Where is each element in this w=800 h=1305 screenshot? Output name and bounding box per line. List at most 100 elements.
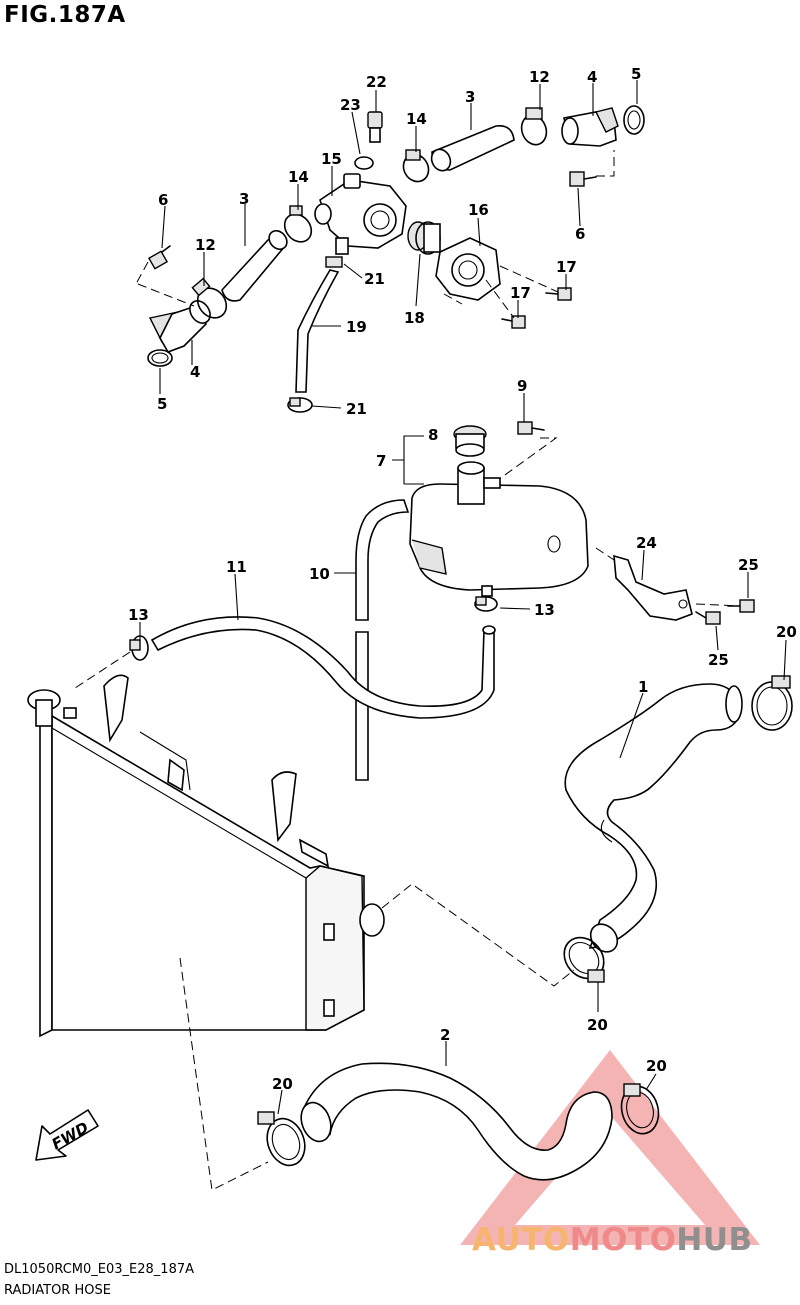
clamp-20-upper-right <box>751 675 793 731</box>
o-ring-5-right-inner <box>627 110 641 130</box>
clamp-13-right <box>474 596 498 612</box>
callout-16: 16 <box>468 201 489 219</box>
callout-11: 11 <box>226 558 247 576</box>
callout-21-lower: 21 <box>346 400 367 418</box>
callout-4-left: 4 <box>190 363 200 381</box>
callout-7: 7 <box>376 452 386 470</box>
watermark-part-auto: AUTO <box>472 1222 570 1258</box>
o-ring-5-left <box>147 349 173 367</box>
outlet-pipe-4-right <box>561 107 619 147</box>
watermark-part-hub: HUB <box>676 1222 753 1258</box>
clamp-13-left <box>129 635 149 661</box>
hose-1-crease <box>600 819 613 843</box>
clamp-20-lower-left <box>257 1111 306 1167</box>
callout-5-left: 5 <box>157 395 167 413</box>
clamp-21-lower <box>287 397 313 413</box>
callout-14-left: 14 <box>288 168 309 186</box>
callout-21-upper: 21 <box>364 270 385 288</box>
leader-bolt-6-left <box>135 261 195 307</box>
bolt-25-lower <box>695 611 721 625</box>
watermark-part-moto: MOTO <box>569 1222 677 1258</box>
callout-20-upper-right: 20 <box>776 623 797 641</box>
reservoir-hose-11 <box>150 616 495 719</box>
hose-3-right-end <box>430 148 452 172</box>
clamp-12-left <box>191 277 228 319</box>
callout-19: 19 <box>346 318 367 336</box>
radiator-inlet-hose-1 <box>564 683 741 949</box>
callout-5-right: 5 <box>631 65 641 83</box>
bracket-24 <box>613 554 693 621</box>
reservoir-tank-7 <box>409 461 589 597</box>
callout-8: 8 <box>428 426 438 444</box>
leader-clamp-13-left <box>71 651 131 691</box>
bypass-hose-19 <box>295 269 340 393</box>
cap-8 <box>453 425 487 457</box>
callout-1: 1 <box>638 678 648 696</box>
callout-labels: 1 2 3 3 4 4 5 5 6 6 7 8 9 10 11 12 12 13… <box>128 65 797 1093</box>
hose-3-left-end <box>268 229 288 251</box>
o-ring-5-left-inner <box>151 352 169 364</box>
temp-sensor-22 <box>367 111 383 143</box>
thermostat-18 <box>407 221 441 255</box>
callout-3-right: 3 <box>465 88 475 106</box>
fwd-arrow-icon: FWD <box>35 1109 99 1161</box>
hose-1-upper-end <box>725 685 743 723</box>
leader-bolt-17 <box>443 265 559 319</box>
callout-20-lower-mid: 20 <box>587 1016 608 1034</box>
leader-bolt-25 <box>695 603 741 607</box>
clamp-21-upper <box>325 256 343 268</box>
watermark-text: AUTOMOTOHUB <box>472 1222 753 1258</box>
callout-23: 23 <box>340 96 361 114</box>
hose-11-end <box>482 625 496 635</box>
bolt-17-upper <box>545 287 572 301</box>
figure-description: RADIATOR HOSE <box>4 1283 111 1298</box>
callout-2: 2 <box>440 1026 450 1044</box>
callout-12-right: 12 <box>529 68 550 86</box>
bolt-6-right <box>569 171 597 187</box>
callout-12-left: 12 <box>195 236 216 254</box>
screw-9 <box>517 421 545 435</box>
callout-14-right: 14 <box>406 110 427 128</box>
leader-screw-9 <box>497 437 558 481</box>
callout-20-lower-right: 20 <box>646 1057 667 1075</box>
callout-6-left: 6 <box>158 191 168 209</box>
callout-10: 10 <box>309 565 330 583</box>
callout-13-right: 13 <box>534 601 555 619</box>
hose-2-left-end <box>300 1101 332 1143</box>
callout-leaders <box>139 80 787 1115</box>
callout-25-upper: 25 <box>738 556 759 574</box>
callout-17-upper: 17 <box>556 258 577 276</box>
o-ring-5-right <box>623 105 645 135</box>
watermark-triangle <box>460 1050 760 1245</box>
clamp-20-lower-mid <box>563 936 605 983</box>
callout-18: 18 <box>404 309 425 327</box>
leader-radiator-right <box>381 883 575 987</box>
leader-bracket-24 <box>595 547 615 561</box>
callout-13-left: 13 <box>128 606 149 624</box>
callout-4-right: 4 <box>587 68 597 86</box>
callout-17-lower: 17 <box>510 284 531 302</box>
outlet-pipe-4-left <box>148 300 211 353</box>
callout-9: 9 <box>517 377 527 395</box>
callout-24: 24 <box>636 534 657 552</box>
clamp-14-right <box>402 149 430 183</box>
leader-radiator-lower <box>179 957 269 1191</box>
figure-code: DL1050RCM0_E03_E28_187A <box>4 1262 195 1277</box>
clamp-14-left <box>283 205 313 243</box>
callout-25-lower: 25 <box>708 651 729 669</box>
radiator-outlet-hose-2 <box>303 1062 613 1181</box>
thermostat-cover-16 <box>435 237 501 301</box>
figure-title: FIG.187A <box>4 2 126 28</box>
bolt-6-left <box>147 245 171 270</box>
callout-15: 15 <box>321 150 342 168</box>
leader-bolt-6-right <box>596 150 615 177</box>
breather-hose-10-upper <box>355 499 410 621</box>
clamp-20-lower-right <box>620 1083 660 1135</box>
callout-20-lower-left: 20 <box>272 1075 293 1093</box>
callout-3-left: 3 <box>239 190 249 208</box>
callout-22: 22 <box>366 73 387 91</box>
thermostat-housing-15 <box>314 173 407 255</box>
callout-6-right: 6 <box>575 225 585 243</box>
breather-hose-10-lower <box>355 631 369 781</box>
